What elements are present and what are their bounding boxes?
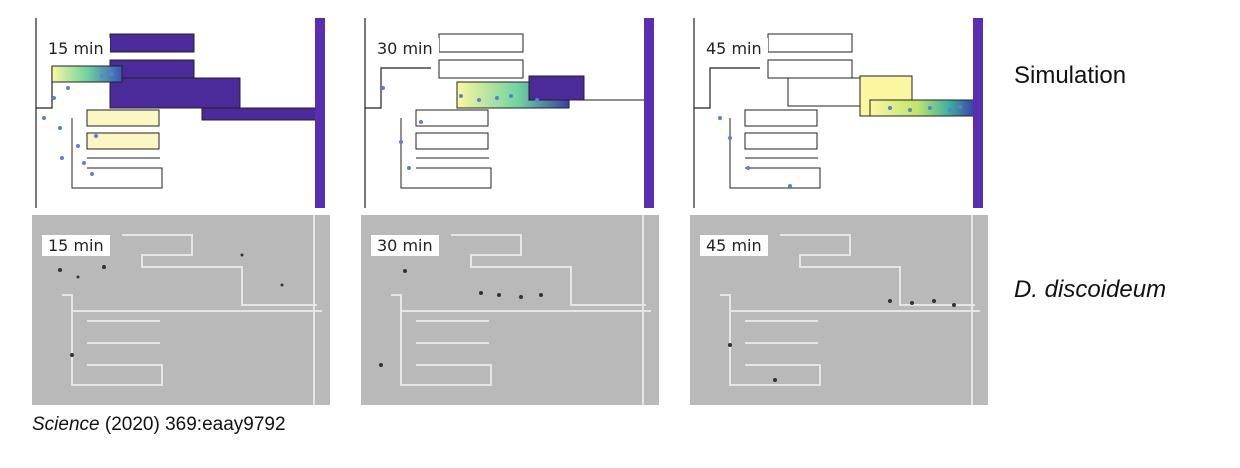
simulation-panel-45min: 45 min (690, 18, 988, 208)
time-label: 30 min (371, 38, 439, 59)
microscopy-panel-45min: 45 min (690, 215, 988, 405)
simulation-panel-30min: 30 min (361, 18, 659, 208)
maze-diagram (35, 18, 325, 208)
time-label: 45 min (700, 38, 768, 59)
simulation-panel-15min: 15 min (32, 18, 330, 208)
time-label: 15 min (42, 38, 110, 59)
time-label: 30 min (371, 235, 439, 256)
row-label-simulation: Simulation (1014, 62, 1127, 89)
time-label: 45 min (700, 235, 768, 256)
microscopy-panel-15min: 15 min (32, 215, 330, 405)
time-label: 15 min (42, 235, 110, 256)
row-label-organism: D. discoideum (1014, 276, 1167, 303)
maze-diagram (693, 18, 983, 208)
journal-name: Science (32, 414, 100, 435)
citation-caption: Science (2020) 369:eaay9792 (32, 414, 286, 436)
microscopy-panel-30min: 30 min (361, 215, 659, 405)
maze-diagram (364, 18, 654, 208)
citation-details: (2020) 369:eaay9792 (99, 414, 286, 435)
